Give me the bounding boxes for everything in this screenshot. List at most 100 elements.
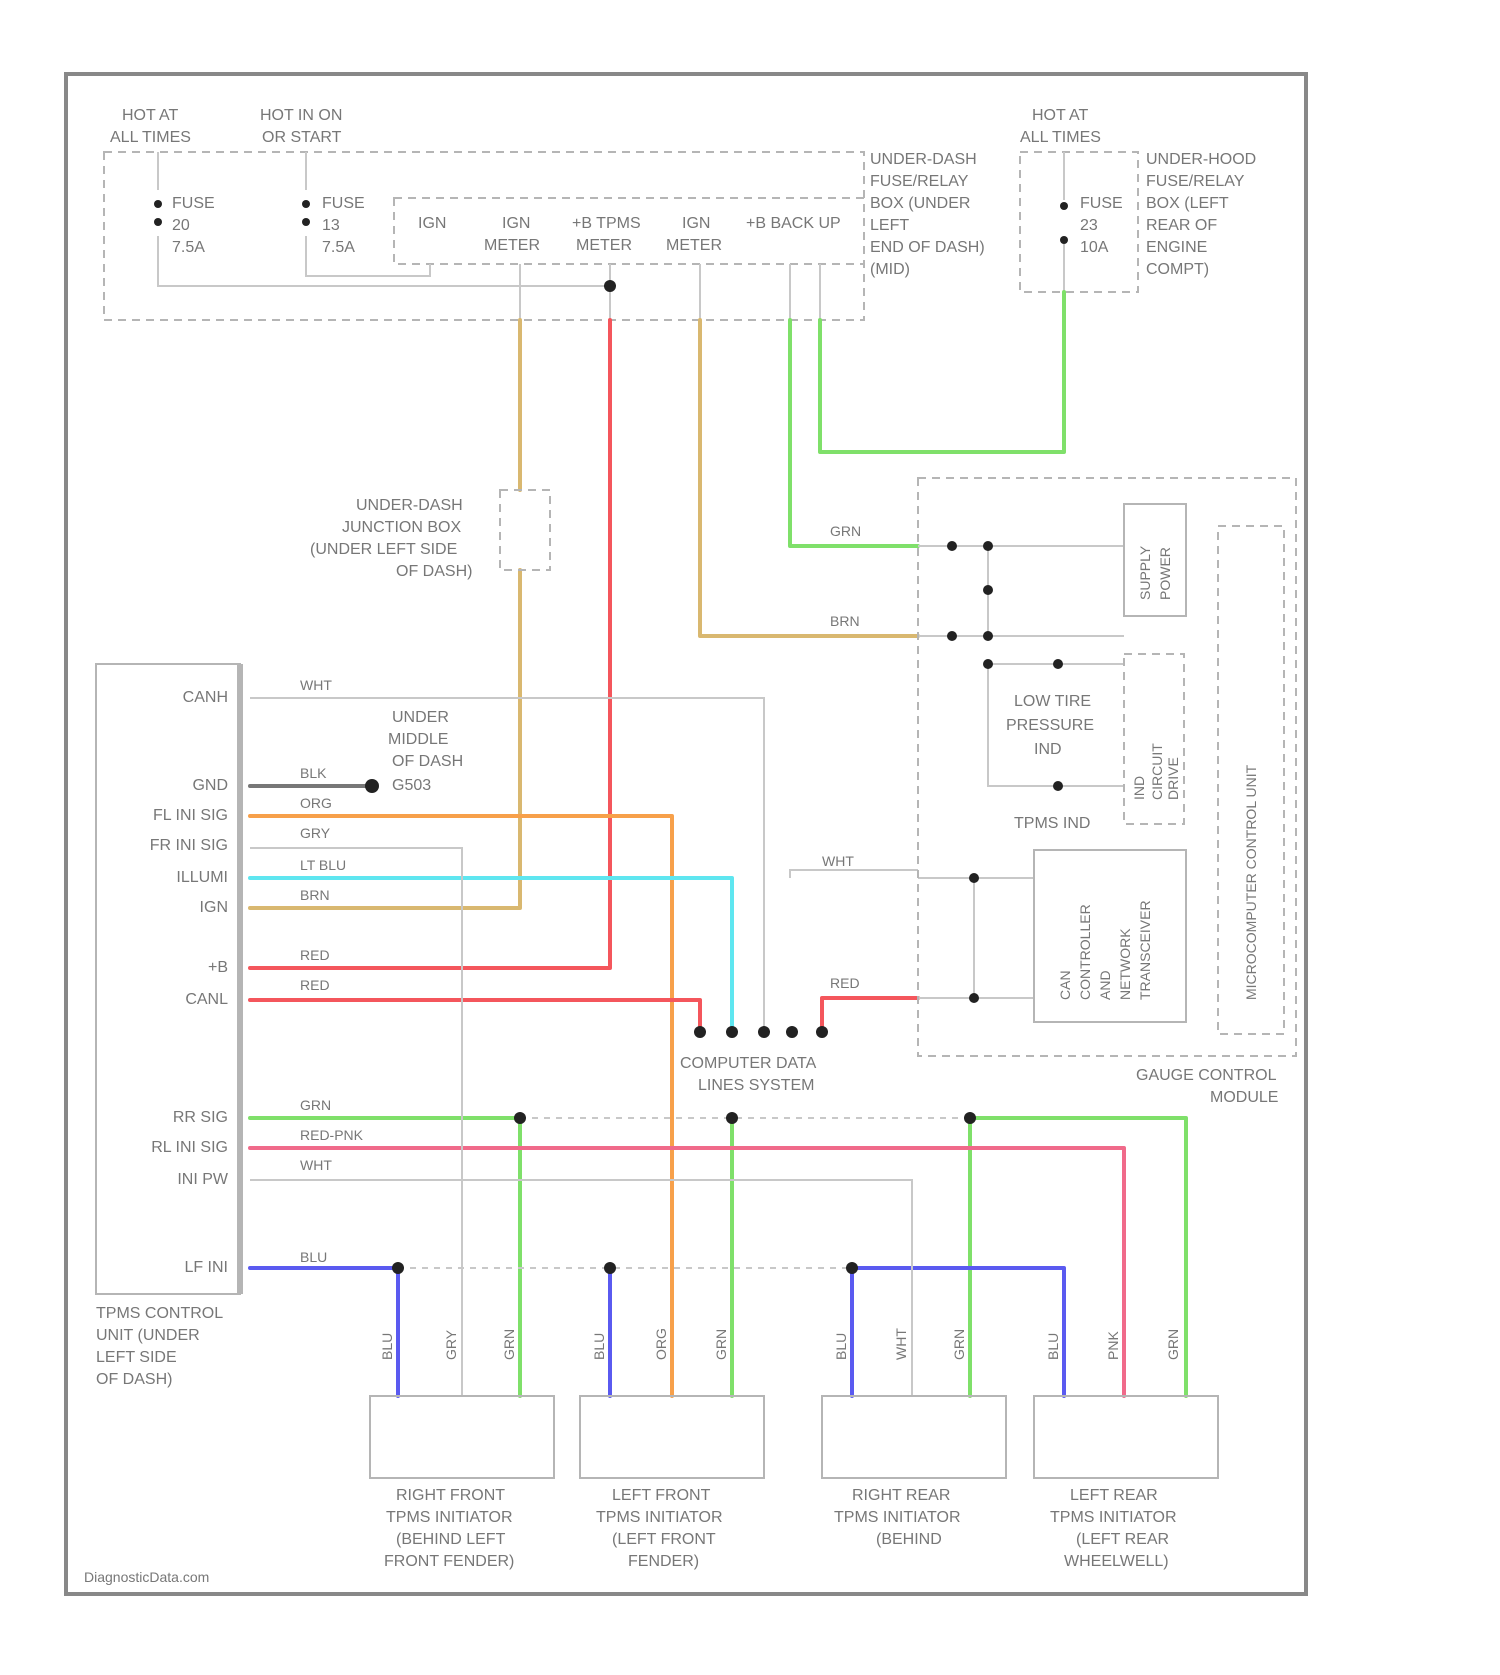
- svg-text:GRN: GRN: [300, 1097, 331, 1113]
- svg-text:BLU: BLU: [833, 1333, 849, 1360]
- svg-text:13: 13: [322, 217, 340, 234]
- svg-text:OR START: OR START: [262, 129, 342, 146]
- svg-text:IND: IND: [1131, 776, 1147, 800]
- svg-text:IGN: IGN: [200, 899, 228, 916]
- svg-text:HOT AT: HOT AT: [1032, 107, 1089, 124]
- svg-text:UNDER-DASH: UNDER-DASH: [356, 497, 463, 514]
- svg-text:LT BLU: LT BLU: [300, 857, 346, 873]
- svg-text:OF DASH: OF DASH: [392, 753, 463, 770]
- svg-text:SUPPLY: SUPPLY: [1137, 545, 1153, 600]
- svg-text:ORG: ORG: [653, 1328, 669, 1360]
- wires: [250, 292, 1186, 1396]
- svg-text:UNIT (UNDER: UNIT (UNDER: [96, 1327, 200, 1344]
- meter-label-5: +B BACK UP: [746, 215, 841, 232]
- svg-text:BOX (UNDER: BOX (UNDER: [870, 195, 970, 212]
- svg-text:RIGHT FRONT: RIGHT FRONT: [396, 1487, 505, 1504]
- svg-text:BLU: BLU: [300, 1249, 327, 1265]
- svg-text:BLU: BLU: [591, 1333, 607, 1360]
- svg-text:UNDER-HOOD: UNDER-HOOD: [1146, 151, 1256, 168]
- svg-text:LEFT REAR: LEFT REAR: [1070, 1487, 1158, 1504]
- svg-text:GRY: GRY: [300, 825, 331, 841]
- wire-backup-green: [790, 320, 918, 546]
- svg-text:BLU: BLU: [379, 1333, 395, 1360]
- svg-text:FUSE/RELAY: FUSE/RELAY: [1146, 173, 1245, 190]
- ground-g503: UNDER MIDDLE OF DASH G503: [388, 709, 463, 794]
- svg-text:JUNCTION BOX: JUNCTION BOX: [342, 519, 461, 536]
- svg-text:RR SIG: RR SIG: [173, 1109, 228, 1126]
- meter-label-4: IGN: [682, 215, 710, 232]
- svg-text:GRN: GRN: [1165, 1329, 1181, 1360]
- svg-text:BRN: BRN: [300, 887, 330, 903]
- svg-text:AND: AND: [1097, 970, 1113, 1000]
- svg-text:LEFT SIDE: LEFT SIDE: [96, 1349, 177, 1366]
- svg-text:BLU: BLU: [1045, 1333, 1061, 1360]
- svg-text:RED-PNK: RED-PNK: [300, 1127, 364, 1143]
- under-hood-fuse-box: HOT AT ALL TIMES FUSE 23 10A UNDER-HOOD …: [1020, 107, 1256, 292]
- hot-run-label: HOT IN ON: [260, 107, 342, 124]
- svg-text:(LEFT FRONT: (LEFT FRONT: [612, 1531, 716, 1548]
- meter-label-3: +B TPMS: [572, 215, 641, 232]
- svg-text:PNK: PNK: [1105, 1331, 1121, 1360]
- svg-text:CANL: CANL: [185, 991, 228, 1008]
- svg-text:BOX (LEFT: BOX (LEFT: [1146, 195, 1229, 212]
- svg-text:7.5A: 7.5A: [172, 239, 205, 256]
- hot-all-times-label: HOT AT: [122, 107, 179, 124]
- svg-text:UNDER: UNDER: [392, 709, 449, 726]
- svg-text:TPMS INITIATOR: TPMS INITIATOR: [1050, 1509, 1177, 1526]
- svg-text:BLK: BLK: [300, 765, 327, 781]
- svg-text:CIRCUIT: CIRCUIT: [1149, 743, 1165, 800]
- wire-ign-tan: [250, 320, 520, 908]
- svg-text:GRN: GRN: [830, 523, 861, 539]
- wire-underhood-green: [820, 292, 1064, 452]
- svg-text:RED: RED: [300, 947, 330, 963]
- svg-text:FR INI SIG: FR INI SIG: [150, 837, 228, 854]
- svg-text:ALL TIMES: ALL TIMES: [110, 129, 191, 146]
- svg-text:NETWORK: NETWORK: [1117, 928, 1133, 1000]
- meter-label-1: IGN: [418, 215, 446, 232]
- svg-text:END OF DASH): END OF DASH): [870, 239, 985, 256]
- svg-text:METER: METER: [576, 237, 632, 254]
- tpms-control-unit: CANH GND FL INI SIG FR INI SIG ILLUMI IG…: [96, 664, 364, 1388]
- svg-text:BRN: BRN: [830, 613, 860, 629]
- gauge-control-module: SUPPLY POWER IND CIRCUIT DRIVE CAN CONTR…: [822, 478, 1296, 1106]
- svg-text:ALL TIMES: ALL TIMES: [1020, 129, 1101, 146]
- svg-text:GND: GND: [192, 777, 228, 794]
- svg-text:REAR OF: REAR OF: [1146, 217, 1217, 234]
- svg-text:OF DASH): OF DASH): [96, 1371, 172, 1388]
- svg-text:TPMS INITIATOR: TPMS INITIATOR: [834, 1509, 961, 1526]
- svg-text:+B: +B: [208, 959, 228, 976]
- fuse-13-label: FUSE: [322, 195, 365, 212]
- svg-text:WHT: WHT: [300, 677, 332, 693]
- svg-text:CAN: CAN: [1057, 970, 1073, 1000]
- svg-text:GRN: GRN: [713, 1329, 729, 1360]
- fuse-box-label: UNDER-DASH: [870, 151, 977, 168]
- svg-text:LF INI: LF INI: [184, 1259, 228, 1276]
- svg-text:CONTROLLER: CONTROLLER: [1077, 904, 1093, 1000]
- svg-text:METER: METER: [666, 237, 722, 254]
- svg-text:INI PW: INI PW: [177, 1171, 229, 1188]
- svg-text:LEFT: LEFT: [870, 217, 909, 234]
- svg-text:GRY: GRY: [443, 1329, 459, 1360]
- wire-ign-gauge: [700, 320, 918, 636]
- svg-text:RED: RED: [300, 977, 330, 993]
- computer-data-lines: COMPUTER DATA LINES SYSTEM: [680, 1055, 817, 1094]
- svg-text:ILLUMI: ILLUMI: [176, 869, 228, 886]
- svg-text:COMPT): COMPT): [1146, 261, 1209, 278]
- svg-text:TPMS CONTROL: TPMS CONTROL: [96, 1305, 223, 1322]
- fuse-20-label: FUSE: [172, 195, 215, 212]
- svg-text:MODULE: MODULE: [1210, 1089, 1278, 1106]
- svg-text:GRN: GRN: [951, 1329, 967, 1360]
- svg-text:OF DASH): OF DASH): [396, 563, 472, 580]
- svg-text:20: 20: [172, 217, 190, 234]
- svg-text:TPMS IND: TPMS IND: [1014, 815, 1090, 832]
- svg-text:IND: IND: [1034, 741, 1062, 758]
- supply-power-block: [1124, 504, 1186, 616]
- svg-text:(BEHIND: (BEHIND: [876, 1531, 942, 1548]
- svg-text:FUSE/RELAY: FUSE/RELAY: [870, 173, 969, 190]
- under-dash-fuse-box: HOT AT ALL TIMES HOT IN ON OR START FUSE…: [104, 107, 985, 320]
- svg-text:TPMS INITIATOR: TPMS INITIATOR: [596, 1509, 723, 1526]
- wire-gauge-red: [822, 998, 918, 1032]
- initiator-right-rear: BLU WHT GRN RIGHT REAR TPMS INITIATOR (B…: [822, 1328, 1006, 1548]
- svg-text:7.5A: 7.5A: [322, 239, 355, 256]
